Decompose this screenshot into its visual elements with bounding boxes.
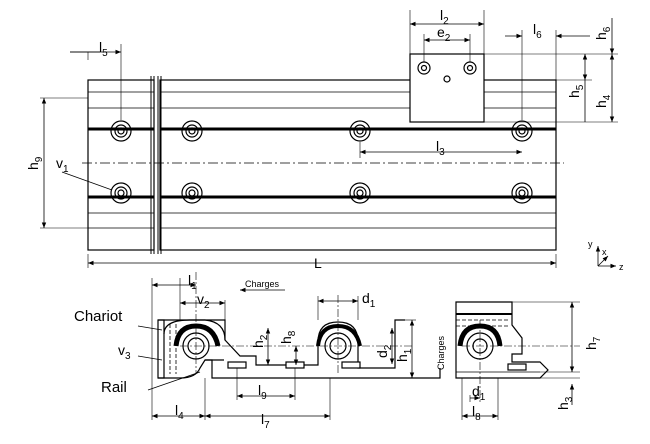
rail-body-right xyxy=(159,79,557,251)
dim-h2: h2 xyxy=(250,334,270,348)
label-chariot: Chariot xyxy=(74,308,123,325)
screw-holes-top-row xyxy=(110,120,533,142)
top-view-labels: l5 l2 e2 l6 h6 h5 h4 h9 v1 l3 L xyxy=(25,7,613,271)
axis-triad xyxy=(595,246,616,269)
dim-l8: l8 xyxy=(472,403,481,423)
profile-lines xyxy=(88,91,556,229)
dim-l2: l2 xyxy=(440,7,449,27)
dim-d1-section: d1 xyxy=(362,290,376,310)
dim-l1: l1 xyxy=(188,272,197,292)
dim-h5: h5 xyxy=(566,84,586,98)
dim-d2: d2 xyxy=(374,344,394,358)
dim-e2: e2 xyxy=(437,24,451,44)
dim-v2: v2 xyxy=(197,291,210,311)
screw-holes-bottom-row xyxy=(110,182,533,204)
end-view-labels: Charges h7 h3 d1 l8 xyxy=(436,335,603,423)
dim-h8: h8 xyxy=(278,330,298,344)
end-view-chariot xyxy=(455,301,549,379)
top-view xyxy=(40,10,618,268)
carriage-block xyxy=(409,53,485,123)
label-charges-section: Charges xyxy=(245,279,280,289)
section-view xyxy=(137,272,441,420)
dim-l3: l3 xyxy=(436,138,445,158)
label-rail: Rail xyxy=(101,379,127,396)
dim-v1: v1 xyxy=(56,155,69,175)
dim-l6: l6 xyxy=(533,21,542,41)
dim-l5: l5 xyxy=(99,39,108,59)
dim-v3: v3 xyxy=(118,342,131,362)
dim-h7: h7 xyxy=(583,336,603,350)
section-view-labels: Chariot Rail Charges l1 v2 v3 d1 h2 h8 d… xyxy=(74,272,414,431)
axis-z-label: z xyxy=(619,262,624,272)
axis-x-label: x xyxy=(602,247,607,257)
dim-l4: l4 xyxy=(175,402,184,422)
dim-l9: l9 xyxy=(258,382,267,402)
dim-h4: h4 xyxy=(593,94,613,108)
end-view xyxy=(455,301,580,420)
label-charges-end: Charges xyxy=(436,335,446,370)
dim-h9: h9 xyxy=(25,156,45,170)
dim-l7: l7 xyxy=(261,411,270,431)
dim-d1-end: d1 xyxy=(472,383,486,403)
axis-y-label: y xyxy=(588,239,593,249)
dim-L: L xyxy=(314,255,322,271)
dim-h1: h1 xyxy=(394,348,414,362)
dim-h3: h3 xyxy=(555,396,575,410)
dim-h6: h6 xyxy=(593,26,613,40)
